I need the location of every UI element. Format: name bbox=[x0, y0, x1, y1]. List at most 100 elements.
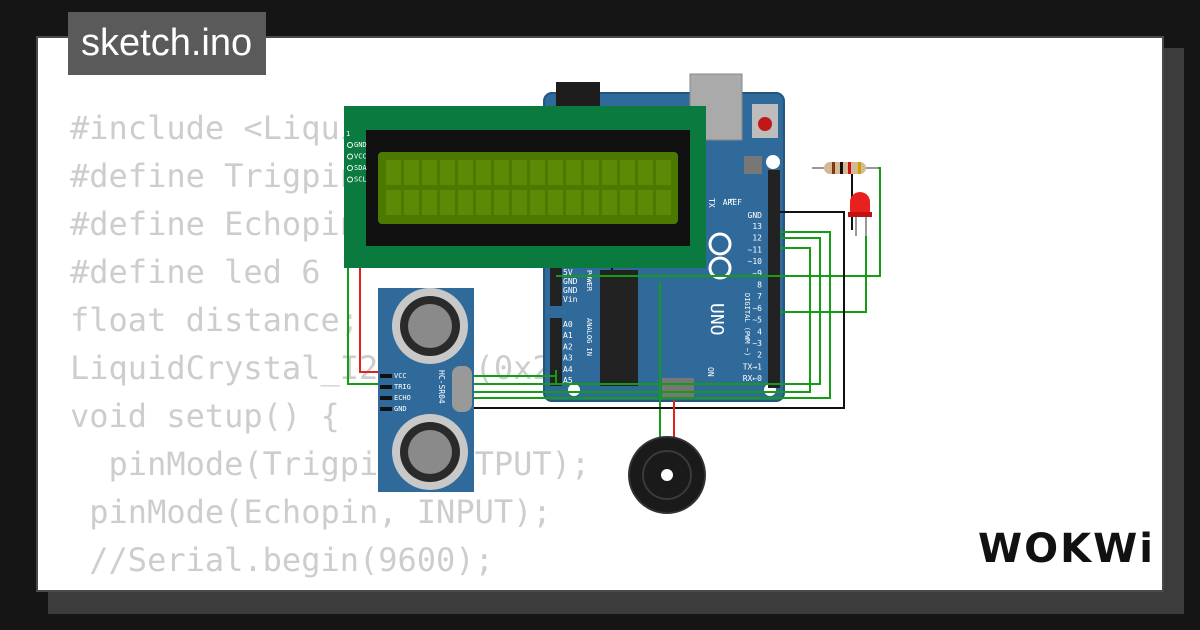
lcd-cell bbox=[458, 190, 473, 215]
lcd-cell bbox=[404, 160, 419, 185]
digital-pin-label: ~6 bbox=[752, 304, 762, 313]
power-pin-label: GND bbox=[563, 277, 578, 286]
atmega-chip bbox=[600, 270, 638, 386]
lcd-pin-1: 1 bbox=[346, 130, 350, 138]
lcd-cell bbox=[656, 160, 671, 185]
digital-pin-label: ~11 bbox=[748, 245, 763, 254]
tx-led-label: TX bbox=[707, 198, 716, 208]
lcd-cell bbox=[422, 190, 437, 215]
lcd-pin-label: GND bbox=[354, 141, 367, 149]
digital-pin-label: 2 bbox=[757, 351, 762, 360]
lcd-cell bbox=[620, 160, 635, 185]
lcd-cell bbox=[494, 160, 509, 185]
wire-lcd-vcc bbox=[359, 266, 382, 373]
sensor-pin-label: TRIG bbox=[394, 383, 411, 391]
lcd-cell bbox=[476, 190, 491, 215]
lcd-cell bbox=[602, 160, 617, 185]
sensor-pin[interactable] bbox=[380, 385, 392, 389]
sensor-pin-label: ECHO bbox=[394, 394, 411, 402]
sensor-pin[interactable] bbox=[380, 407, 392, 411]
arduino-logo-icon bbox=[708, 232, 732, 280]
wire-sensor-echo bbox=[382, 247, 811, 393]
power-pin-label: GND bbox=[563, 286, 578, 295]
l-led-label: L bbox=[728, 198, 737, 203]
lcd-pin[interactable] bbox=[347, 142, 353, 148]
digital-header bbox=[768, 170, 780, 388]
power-pin-label: Vin bbox=[563, 295, 578, 304]
mount-hole bbox=[568, 384, 580, 396]
lcd-cell bbox=[548, 160, 563, 185]
digital-pin-label: TX→1 bbox=[743, 362, 762, 371]
lcd-pin-label: SDA bbox=[354, 164, 367, 172]
ultrasonic-sensor[interactable]: VCC TRIG ECHO GND HC-SR04 bbox=[378, 288, 474, 492]
digital-pin-label: 4 bbox=[757, 327, 762, 336]
digital-pin-label: 12 bbox=[752, 234, 762, 243]
digital-pin-label: 7 bbox=[757, 292, 762, 301]
digital-pin-label: 8 bbox=[757, 281, 762, 290]
board-name: UNO bbox=[706, 303, 727, 336]
lcd-cell bbox=[584, 160, 599, 185]
lcd-cell bbox=[566, 190, 581, 215]
lcd-cell bbox=[440, 160, 455, 185]
sensor-pin[interactable] bbox=[380, 396, 392, 400]
sensor-pin-label: GND bbox=[394, 405, 407, 413]
lcd-cell bbox=[602, 190, 617, 215]
analog-label: ANALOG IN bbox=[585, 318, 593, 356]
lcd-pin-label: SCL bbox=[354, 176, 367, 184]
power-label: POWER bbox=[585, 270, 593, 292]
sensor-pin-label: VCC bbox=[394, 372, 407, 380]
code-line: //Serial.begin(9600); bbox=[70, 541, 494, 579]
lcd-cell bbox=[458, 160, 473, 185]
lcd-pin[interactable] bbox=[347, 165, 353, 171]
digital-pin-label: ~9 bbox=[752, 269, 762, 278]
sensor-pin[interactable] bbox=[380, 374, 392, 378]
sensor-model: HC-SR04 bbox=[437, 370, 446, 404]
digital-pin-label: RX←0 bbox=[743, 374, 762, 383]
resistor[interactable] bbox=[812, 162, 878, 174]
wire-led-gnd bbox=[826, 167, 853, 230]
digital-pin-label: ~5 bbox=[752, 316, 762, 325]
code-line: void setup() { bbox=[70, 397, 340, 435]
analog-pin-label: A3 bbox=[563, 354, 573, 363]
power-pin-label: 5V bbox=[563, 268, 573, 277]
on-led-label: ON bbox=[706, 367, 715, 377]
lcd-cell bbox=[512, 190, 527, 215]
sensor-transducer-bottom bbox=[392, 414, 468, 490]
led[interactable] bbox=[848, 192, 872, 236]
lcd-cell bbox=[512, 160, 527, 185]
wokwi-logo: WOKWi bbox=[978, 526, 1155, 572]
code-line: float distance; bbox=[70, 301, 359, 339]
code-line: pinMode(Echopin, INPUT); bbox=[70, 493, 552, 531]
gnd-label: GND bbox=[748, 211, 763, 220]
lcd-pin[interactable] bbox=[347, 176, 353, 183]
lcd-cell bbox=[620, 190, 635, 215]
power-header bbox=[550, 268, 562, 306]
digital-label: DIGITAL (PWM ~) bbox=[743, 293, 751, 356]
lcd-cell bbox=[638, 190, 653, 215]
lcd-cell bbox=[530, 190, 545, 215]
lcd-pin[interactable] bbox=[347, 153, 353, 160]
lcd-cell bbox=[638, 160, 653, 185]
analog-pin-label: A2 bbox=[563, 342, 573, 351]
lcd-cell bbox=[476, 160, 491, 185]
buzzer[interactable] bbox=[628, 436, 706, 514]
lcd-cell bbox=[566, 160, 581, 185]
sensor-transducer-top bbox=[392, 288, 468, 364]
lcd-cell bbox=[422, 160, 437, 185]
power-jack bbox=[556, 82, 600, 108]
code-line: #define led 6 bbox=[70, 253, 321, 291]
aref-label: AREF bbox=[723, 198, 742, 207]
lcd-cell bbox=[656, 190, 671, 215]
lcd-cell bbox=[548, 190, 563, 215]
digital-pin-label: ~10 bbox=[748, 257, 763, 266]
sensor-crystal bbox=[452, 366, 472, 412]
wire-gnd bbox=[382, 211, 845, 409]
analog-pin-label: A0 bbox=[563, 320, 573, 329]
mount-hole bbox=[766, 155, 780, 169]
analog-pin-label: A4 bbox=[563, 365, 573, 374]
lcd-cell bbox=[494, 190, 509, 215]
reset-button[interactable] bbox=[758, 117, 772, 131]
sketch-title: sketch.ino bbox=[68, 12, 267, 75]
